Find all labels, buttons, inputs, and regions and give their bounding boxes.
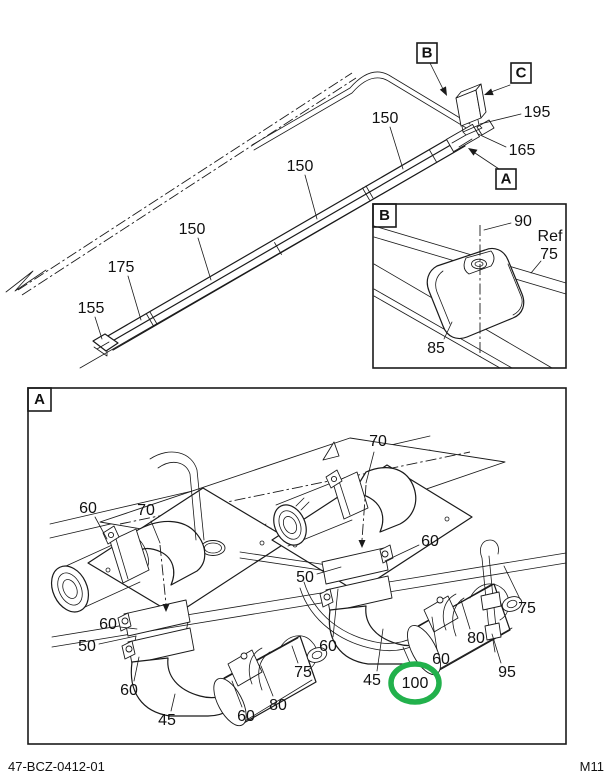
detail-a-leaders — [94, 451, 521, 712]
detail-b-border — [372, 203, 567, 369]
callout-60-6: 60 — [319, 638, 337, 655]
view-ref-b: B — [416, 42, 447, 96]
left-heater-unit — [50, 520, 206, 613]
callout-80-1: 80 — [269, 697, 287, 714]
callout-155: 155 — [78, 300, 105, 317]
callout-150-1: 150 — [179, 221, 206, 238]
callout-75-1: 75 — [294, 664, 312, 681]
callout-60-1: 60 — [79, 500, 97, 517]
right-heater-unit — [273, 467, 417, 547]
callout-150-3: 150 — [372, 110, 399, 127]
callout-45-1: 45 — [158, 712, 176, 729]
callout-195: 195 — [524, 104, 551, 121]
candy-cane-hose — [149, 451, 205, 541]
view-ref-c: C — [484, 62, 532, 96]
detail-a-drawing — [49, 435, 567, 727]
detail-b-title: B — [379, 207, 390, 224]
callout-70-2: 70 — [369, 433, 387, 450]
doc-number: 47-BCZ-0412-01 — [8, 759, 105, 774]
detail-a-border — [27, 387, 567, 745]
callout-50-2: 50 — [78, 638, 96, 655]
callout-70-1: 70 — [137, 502, 155, 519]
callout-50-1: 50 — [296, 569, 314, 586]
tube-end-fitting — [446, 119, 495, 153]
component-c-box — [455, 83, 487, 136]
detail-a-title: A — [34, 391, 45, 408]
view-ref-a: A — [468, 148, 517, 190]
callout-45-2: 45 — [363, 672, 381, 689]
detail-b-title-box — [372, 203, 397, 228]
callout-90: 90 — [514, 213, 532, 230]
left-lower-stack — [117, 599, 328, 727]
detail-view-a: A 60 70 70 60 50 60 50 60 45 60 80 75 60… — [27, 387, 567, 745]
detail-view-b: B 90 Ref 75 85 — [372, 203, 567, 369]
main-assembly-view: B C A 155 175 150 150 150 195 165 — [5, 42, 551, 369]
callout-100: 100 — [402, 675, 429, 692]
detail-b-leaders — [443, 222, 542, 340]
clamp-85-shape — [426, 247, 525, 340]
callout-165: 165 — [509, 142, 536, 159]
callout-95: 95 — [498, 664, 516, 681]
hose-50 — [239, 551, 335, 573]
callout-75-2: 75 — [518, 600, 536, 617]
callout-75-ref: 75 — [540, 246, 558, 263]
callout-60-4: 60 — [120, 682, 138, 699]
callout-60-5: 60 — [237, 708, 255, 725]
callout-175: 175 — [108, 259, 135, 276]
upper-tube-run — [251, 71, 471, 151]
top-callout-leaders — [94, 113, 522, 340]
highlight-ellipse-100 — [388, 661, 442, 705]
callout-80-2: 80 — [467, 630, 485, 647]
page-code: M11 — [580, 759, 604, 774]
strap-95 — [480, 539, 502, 653]
view-ref-c-label: C — [516, 65, 527, 82]
main-tube — [79, 132, 466, 369]
detail-b-drawing — [373, 225, 567, 369]
elbow-centerlines — [159, 484, 367, 605]
detail-a-title-box — [27, 387, 52, 412]
frame-rail-reference-line — [5, 72, 357, 296]
view-ref-a-label: A — [501, 171, 512, 188]
callout-ref: Ref — [538, 228, 563, 245]
callout-85: 85 — [427, 340, 445, 357]
clamp-ear-hole — [471, 258, 487, 270]
left-muffler — [213, 635, 328, 727]
view-ref-b-label: B — [422, 45, 433, 62]
callout-60-7: 60 — [432, 651, 450, 668]
callout-60-3: 60 — [99, 616, 117, 633]
callout-60-2: 60 — [421, 533, 439, 550]
callout-150-2: 150 — [287, 158, 314, 175]
